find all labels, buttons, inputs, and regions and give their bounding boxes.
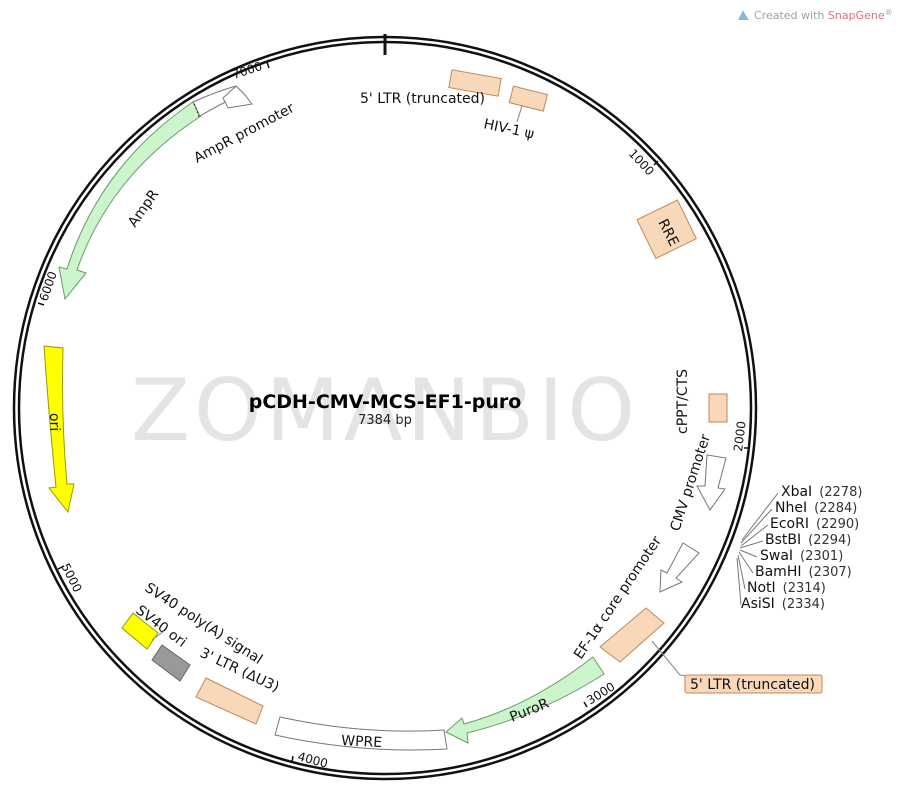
sv40-polya-segment — [121, 612, 159, 650]
tick-2000: 2000 — [731, 420, 750, 452]
restriction-site-leaders — [736, 492, 779, 606]
feature-wpre[interactable]: WPRE — [274, 716, 448, 751]
feature-sv40-polya-signal[interactable]: SV40 poly(A) signal — [121, 580, 265, 668]
svg-text:BstBI(2294): BstBI(2294) — [765, 532, 851, 548]
svg-text:BamHI(2307): BamHI(2307) — [755, 564, 852, 580]
svg-text:5' LTR (truncated): 5' LTR (truncated) — [690, 677, 815, 693]
snapgene-logo-icon — [738, 10, 749, 20]
feature-5-ltr-truncated[interactable]: 5' LTR (truncated) — [360, 69, 502, 107]
rre-box — [636, 199, 697, 260]
wpre-arrow — [274, 716, 448, 751]
ltr5-top-box — [448, 69, 502, 97]
site-asisi[interactable]: AsiSI(2334) — [741, 596, 825, 612]
svg-text:XbaI(2278): XbaI(2278) — [781, 484, 862, 500]
site-bamhi[interactable]: BamHI(2307) — [755, 564, 852, 580]
svg-text:SwaI(2301): SwaI(2301) — [760, 548, 843, 564]
hiv-psi-box — [508, 85, 549, 112]
svg-text:cPPT/CTS: cPPT/CTS — [675, 369, 691, 434]
ori-arrow — [43, 345, 75, 514]
svg-text:7000: 7000 — [231, 59, 264, 82]
plasmid-name: pCDH-CMV-MCS-EF1-puro — [249, 391, 522, 413]
cppt-box — [708, 393, 728, 423]
site-nhei[interactable]: NheI(2284) — [775, 500, 857, 516]
ltr5-label-box — [684, 674, 823, 694]
feature-ampr[interactable]: AmpR — [58, 101, 202, 301]
feature-cmv-promoter[interactable]: CMV promoter — [668, 432, 727, 533]
feature-cppt-cts[interactable]: cPPT/CTS — [675, 369, 728, 434]
cmv-arrow — [696, 454, 727, 511]
ef1a-arrow — [659, 542, 700, 593]
ampr-promoter-head — [222, 85, 253, 109]
snapgene-credit[interactable]: Created with SnapGene® — [738, 8, 893, 22]
svg-text:WPRE: WPRE — [341, 733, 383, 751]
site-xbai[interactable]: XbaI(2278) — [781, 484, 862, 500]
ltr5-segment — [599, 607, 665, 663]
feature-3-ltr-du3[interactable]: 3' LTR (ΔU3) — [195, 645, 282, 725]
svg-text:NheI(2284): NheI(2284) — [775, 500, 857, 516]
svg-text:ori: ori — [46, 413, 62, 431]
site-ecori[interactable]: EcoRI(2290) — [770, 516, 859, 532]
svg-text:AmpR: AmpR — [125, 187, 162, 231]
puror-arrow — [445, 656, 605, 744]
site-noti[interactable]: NotI(2314) — [747, 580, 826, 596]
svg-text:AsiSI(2334): AsiSI(2334) — [741, 596, 825, 612]
svg-text:NotI(2314): NotI(2314) — [747, 580, 826, 596]
feature-5-ltr-box[interactable]: 5' LTR (truncated) — [599, 607, 823, 694]
ltr3-segment — [195, 677, 264, 725]
svg-text:HIV-1 ψ: HIV-1 ψ — [482, 116, 535, 142]
feature-rre[interactable]: RRE — [636, 199, 697, 260]
site-bstbi[interactable]: BstBI(2294) — [765, 532, 851, 548]
watermark: ZOMANBIO — [131, 361, 639, 461]
feature-ori[interactable]: ori — [43, 345, 75, 514]
svg-text:Created with SnapGene®: Created with SnapGene® — [754, 8, 893, 22]
feature-puror[interactable]: PuroR — [445, 656, 605, 744]
feature-ampr-promoter[interactable]: AmpR promoter — [191, 85, 297, 167]
tick-6000: 6000 — [37, 270, 60, 306]
svg-text:EcoRI(2290): EcoRI(2290) — [770, 516, 859, 532]
svg-text:2000: 2000 — [731, 420, 749, 452]
ampr-arrow — [58, 101, 202, 301]
svg-text:5' LTR (truncated): 5' LTR (truncated) — [360, 91, 485, 107]
site-swai[interactable]: SwaI(2301) — [760, 548, 843, 564]
sv40-ori-segment — [151, 644, 191, 682]
plasmid-size: 7384 bp — [358, 413, 412, 428]
